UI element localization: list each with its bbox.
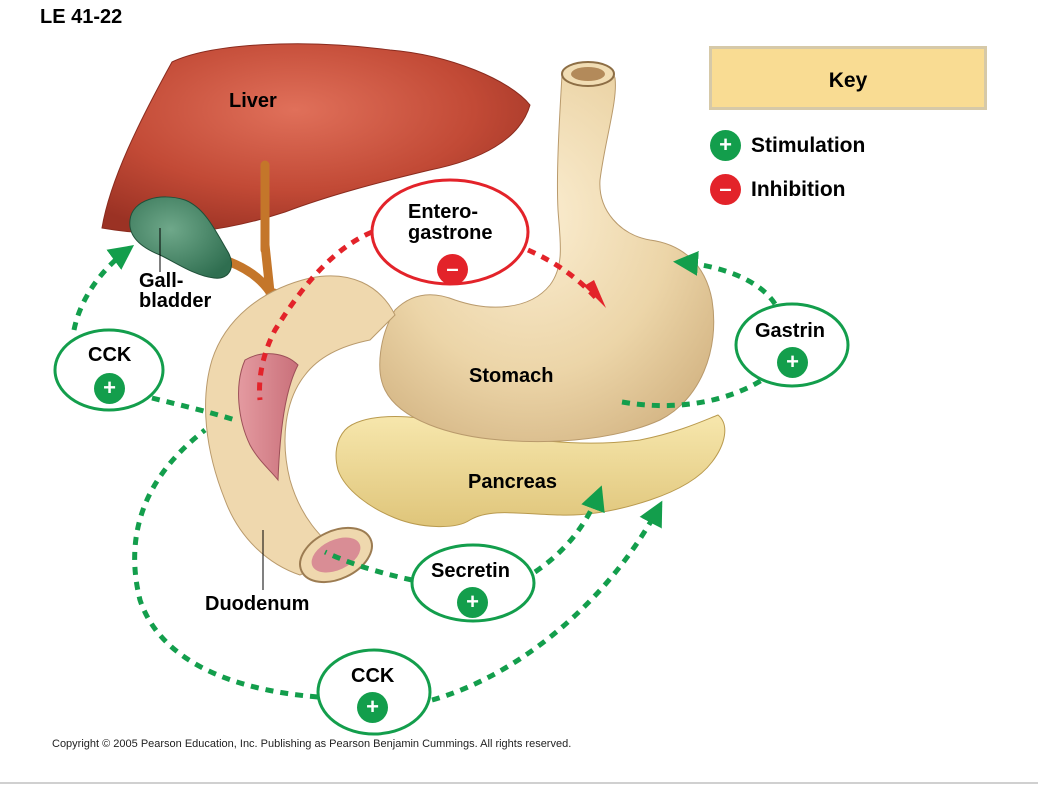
stomach-label: Stomach (469, 365, 554, 387)
key-inhibition-label: Inhibition (751, 178, 846, 201)
inhibition-icon: – (437, 254, 468, 285)
gallbladder-shape (129, 196, 232, 279)
key-box: Key (709, 46, 987, 110)
stimulation-icon: + (457, 587, 488, 618)
cck-lower-loop (132, 428, 319, 700)
stimulation-icon: + (710, 130, 741, 161)
stimulation-icon: + (357, 692, 388, 723)
gallbladder-label-line1: Gall- (139, 270, 184, 292)
enterogastrone-arrowhead (584, 280, 606, 308)
secretin-arrow-pancreas (533, 485, 605, 575)
cck-lower-label: CCK (351, 665, 395, 687)
bottom-divider (0, 782, 1038, 784)
key-stimulation-label: Stimulation (751, 134, 866, 157)
enterogastrone-arrow-left (257, 229, 373, 401)
stomach-shape (379, 65, 715, 443)
enterogastrone-label-line2: gastrone (408, 222, 493, 244)
pancreas-label: Pancreas (468, 471, 557, 493)
secretin-label: Secretin (431, 560, 510, 582)
cck-upper-oval (53, 328, 165, 412)
cck-upper-label: CCK (88, 344, 132, 366)
secretin-arrow-left (323, 549, 413, 583)
gastrin-arrow-bottom (621, 377, 764, 409)
esophagus-lumen (571, 67, 605, 81)
stimulation-icon: + (94, 373, 125, 404)
stimulation-icon: + (777, 347, 808, 378)
figure-id: LE 41-22 (40, 6, 123, 28)
gastrin-label: Gastrin (755, 320, 826, 342)
cck-lower-arrow-pancreas (431, 500, 663, 703)
enterogastrone-label-line1: Entero- (408, 201, 478, 223)
duodenum-label: Duodenum (205, 593, 310, 615)
key-title: Key (828, 69, 868, 92)
liver-label: Liver (229, 90, 277, 112)
secretin-oval (410, 543, 536, 623)
inhibition-icon: – (710, 174, 741, 205)
gallbladder-label-line2: bladder (139, 290, 212, 312)
duodenum-shape (205, 275, 396, 576)
gastrin-oval (734, 302, 850, 388)
duodenum-lining (238, 353, 299, 482)
cck-upper-arrow-up (71, 245, 135, 331)
liver-shape (101, 43, 531, 234)
gastrin-arrow-top (673, 250, 778, 306)
cck-upper-arrow-duodenum (151, 395, 236, 423)
copyright-notice: Copyright © 2005 Pearson Education, Inc.… (52, 738, 572, 750)
